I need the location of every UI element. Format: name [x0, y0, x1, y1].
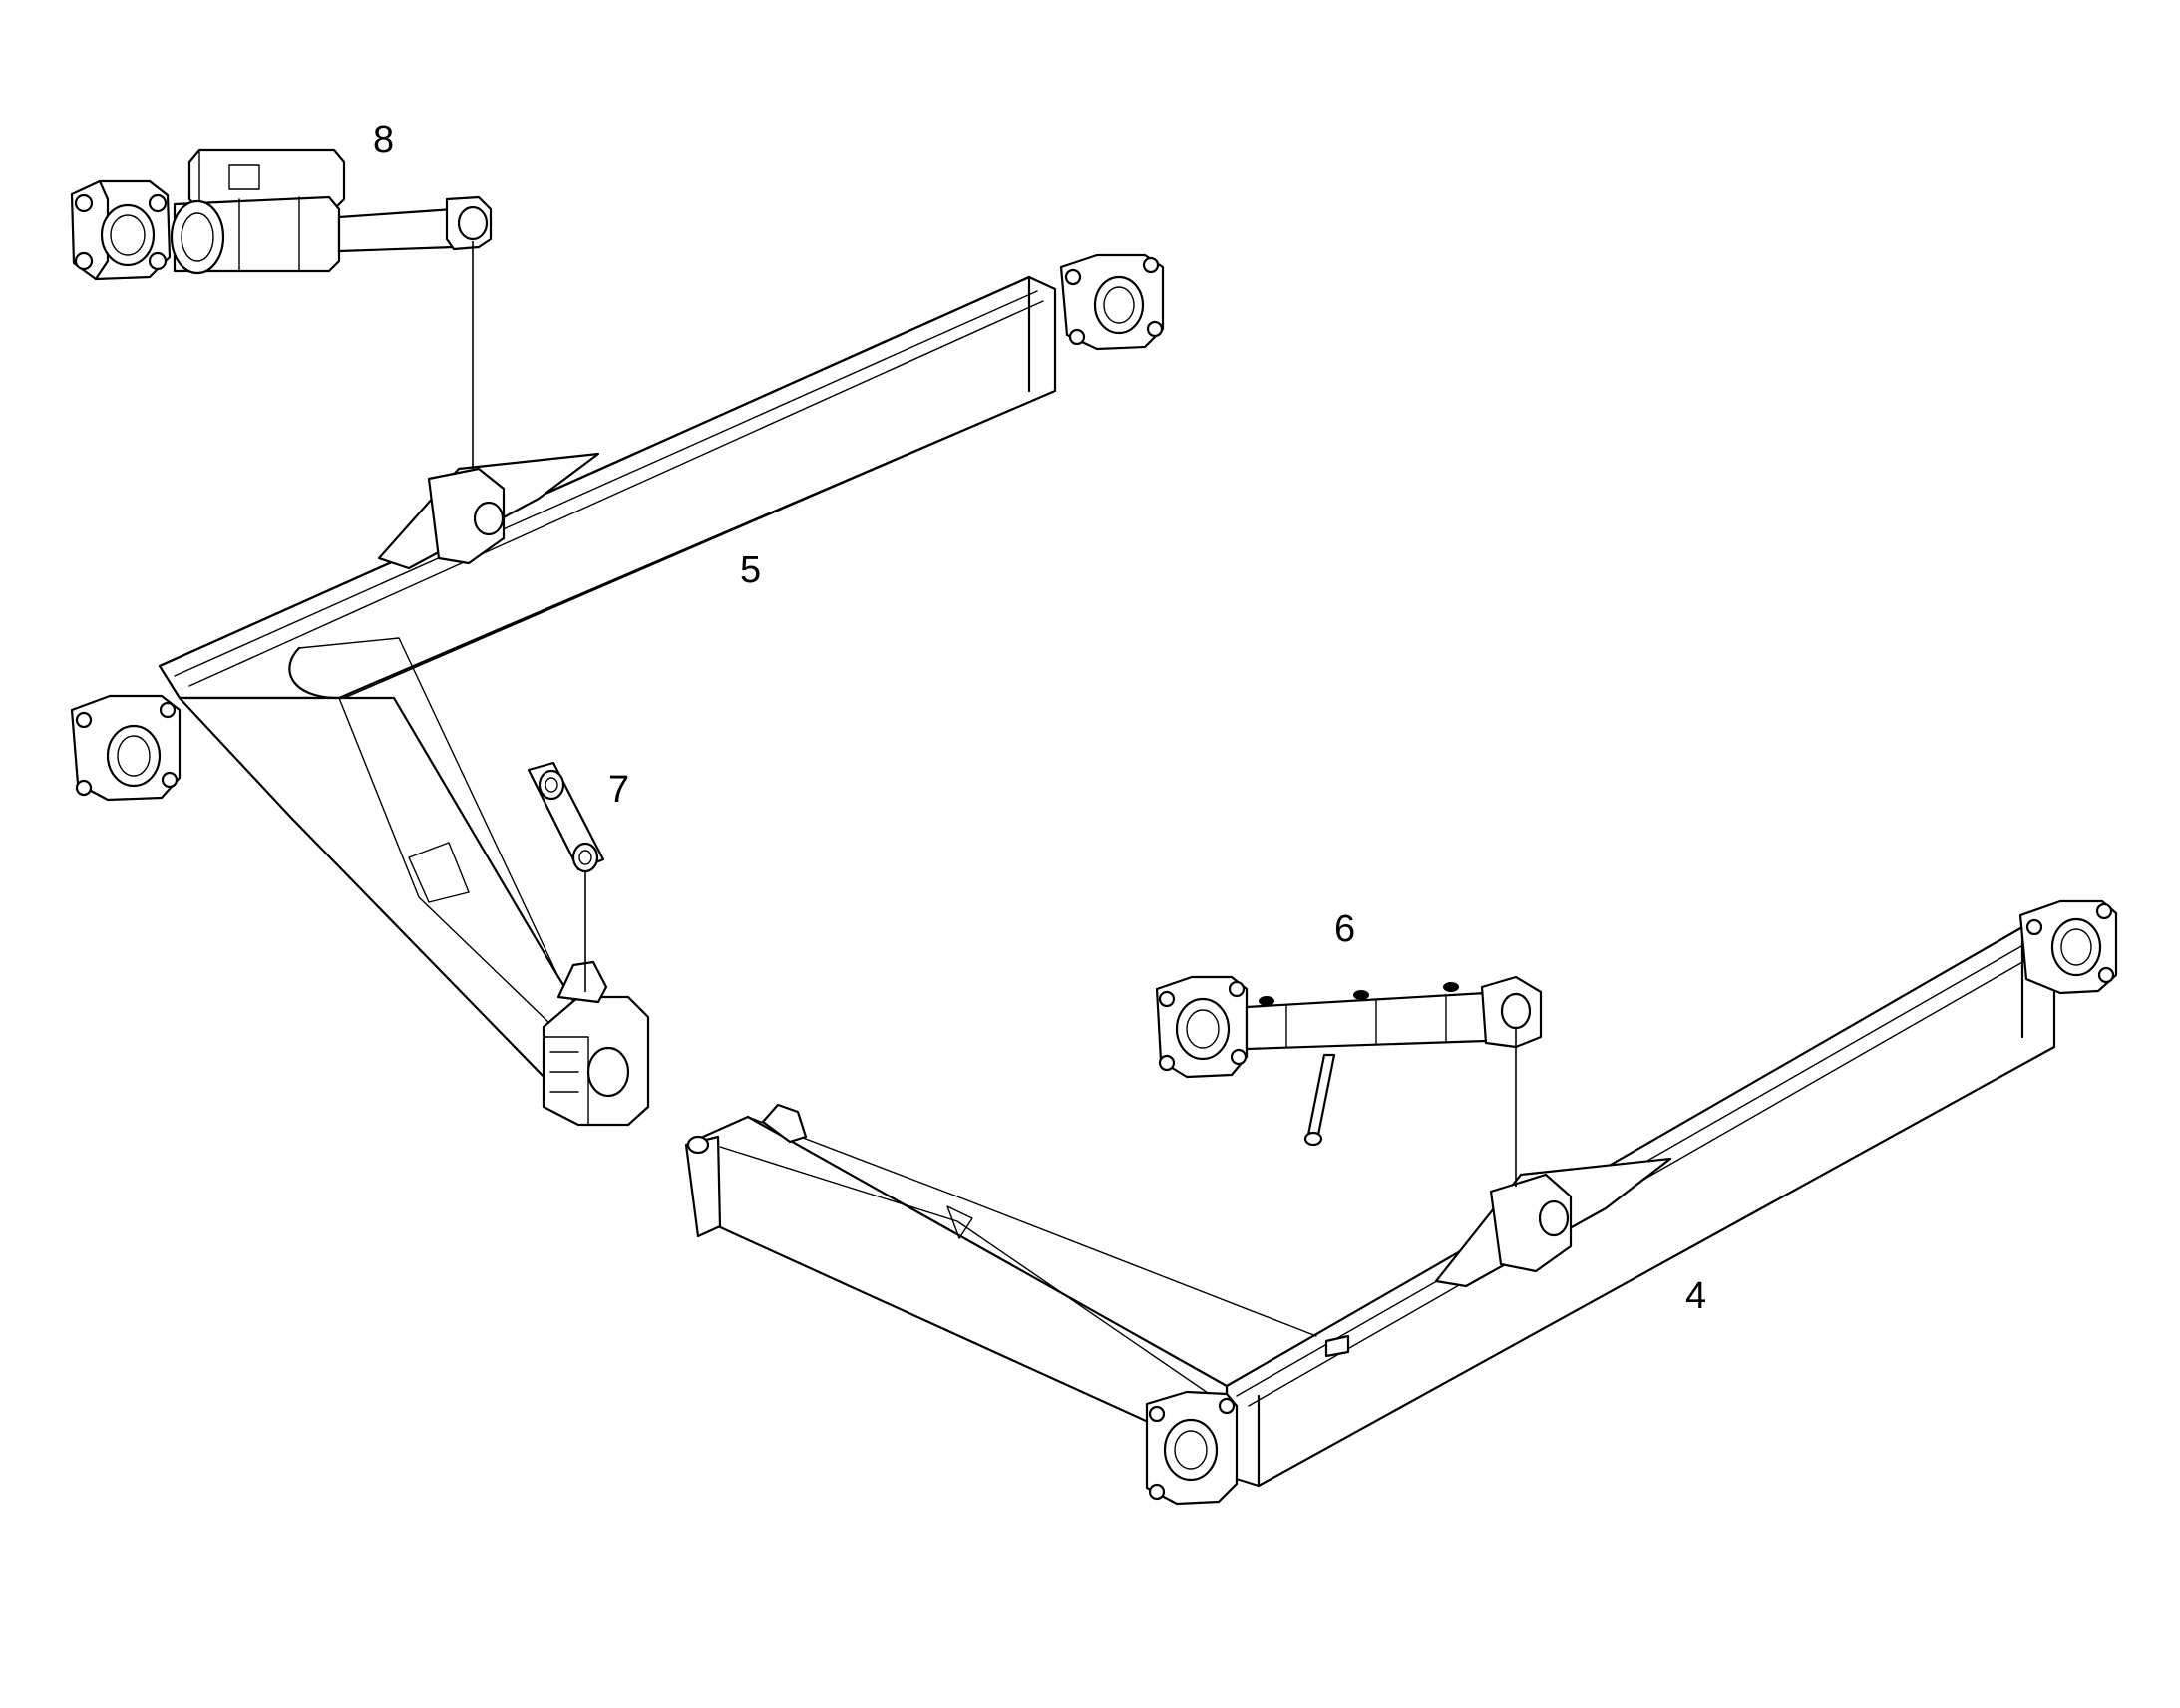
part-7-link [527, 761, 605, 873]
callout-4: 4 [1685, 1275, 1706, 1317]
leader-lines [343, 241, 2055, 1487]
callout-8: 8 [373, 119, 394, 161]
part-8-hydraulic-cylinder [70, 148, 493, 281]
part-6-tension-rod [1155, 975, 1543, 1147]
leader-5 [343, 390, 1056, 699]
callout-5: 5 [740, 549, 761, 591]
callout-6: 6 [1334, 908, 1355, 950]
callout-7: 7 [608, 769, 629, 811]
part-4-lower-arm [684, 899, 2118, 1506]
part-5-upper-arm [70, 253, 1165, 1127]
leader-4 [1258, 1046, 2055, 1487]
